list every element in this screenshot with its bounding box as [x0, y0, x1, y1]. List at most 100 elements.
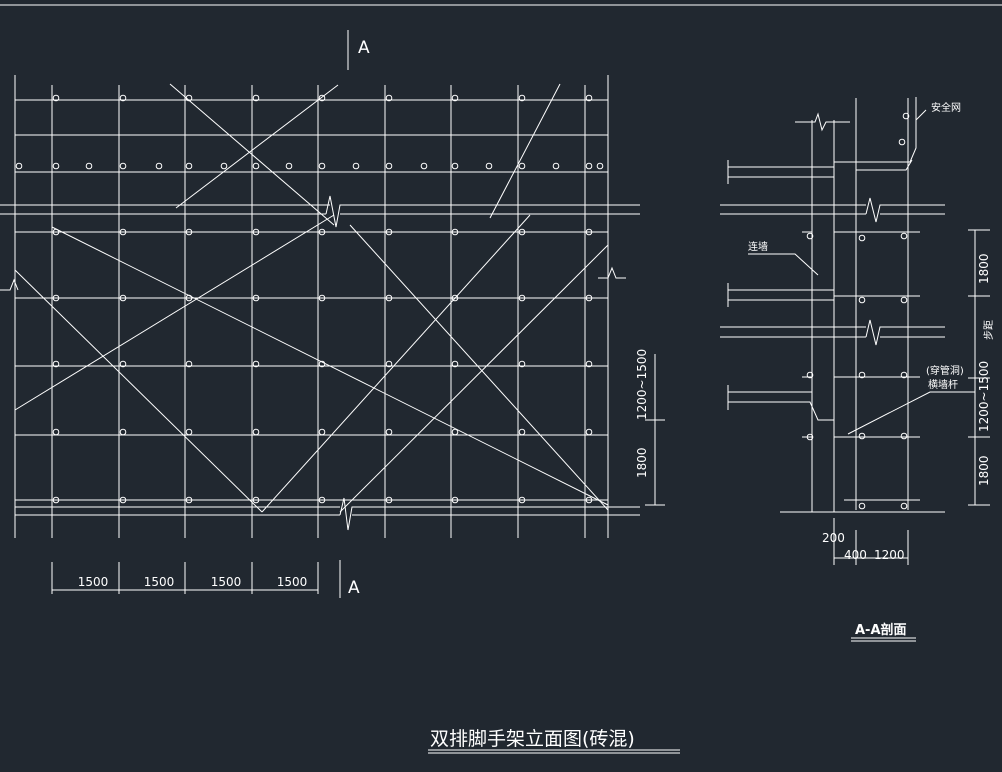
floor-slab-upper [0, 195, 640, 228]
section-dim-1200: 1200 [874, 548, 905, 562]
drawing-title-text: 双排脚手架立面图(砖混) [430, 728, 635, 750]
coupler-mark [119, 162, 127, 170]
coupler-mark [352, 162, 360, 170]
coupler-mark [252, 428, 260, 436]
wall-tie-label: 连墙 [748, 240, 768, 253]
section-coupler-mark [900, 502, 908, 510]
coupler-mark [518, 496, 526, 504]
section-coupler-mark [858, 502, 866, 510]
cross-bar-label: 横墙杆 [928, 378, 958, 391]
step-distance-label: 步距 [983, 320, 995, 340]
coupler-mark [318, 428, 326, 436]
coupler-mark [252, 360, 260, 368]
coupler-mark [385, 428, 393, 436]
coupler-mark [318, 294, 326, 302]
section-coupler-mark [858, 432, 866, 440]
coupler-mark [485, 162, 493, 170]
coupler-mark [252, 162, 260, 170]
section-mark-top: A [347, 30, 370, 70]
coupler-mark [252, 228, 260, 236]
section-mark-bottom: A [339, 560, 360, 598]
coupler-mark [518, 228, 526, 236]
coupler-mark [585, 496, 593, 504]
coupler-mark [518, 360, 526, 368]
coupler-mark [385, 360, 393, 368]
coupler-mark [552, 162, 560, 170]
section-title: A-A剖面 [851, 622, 916, 642]
coupler-mark [52, 496, 60, 504]
coupler-mark [119, 94, 127, 102]
coupler-mark [518, 428, 526, 436]
coupler-mark [451, 294, 459, 302]
section-coupler-mark [858, 371, 866, 379]
coupler-mark [585, 428, 593, 436]
section-coupler-mark [902, 112, 910, 120]
coupler-mark [518, 294, 526, 302]
bay-dimension-line: 1500 1500 1500 1500 [51, 562, 319, 594]
coupler-mark [85, 162, 93, 170]
coupler-mark [385, 228, 393, 236]
coupler-mark [220, 162, 228, 170]
section-vdim-1200-1500: 1200~1500 [977, 361, 991, 432]
coupler-mark [385, 294, 393, 302]
coupler-mark [585, 162, 593, 170]
coupler-mark [385, 162, 393, 170]
coupler-mark [518, 162, 526, 170]
section-coupler-mark [900, 432, 908, 440]
section-coupler-mark [806, 371, 814, 379]
coupler-mark [585, 94, 593, 102]
cross-bracing [14, 83, 609, 513]
elev-vdim-1200-1500: 1200~1500 [635, 349, 649, 420]
coupler-mark [119, 428, 127, 436]
coupler-mark [451, 94, 459, 102]
coupler-mark [155, 162, 163, 170]
section-coupler-mark [858, 296, 866, 304]
bay-dim-1: 1500 [78, 575, 109, 589]
safety-net-label: 安全网 [931, 101, 961, 114]
drawing-title: 双排脚手架立面图(砖混) [428, 728, 680, 754]
coupler-mark [52, 94, 60, 102]
bay-dim-3: 1500 [211, 575, 242, 589]
scaffold-grid [14, 75, 609, 538]
section-coupler-mark [900, 232, 908, 240]
coupler-mark [185, 162, 193, 170]
coupler-mark [185, 228, 193, 236]
section-dim-400: 400 [844, 548, 867, 562]
section-coupler-mark [806, 232, 814, 240]
section-vdim-1800-top: 1800 [977, 253, 991, 284]
coupler-mark [451, 360, 459, 368]
coupler-mark [285, 162, 293, 170]
coupler-mark [52, 428, 60, 436]
coupler-mark [318, 94, 326, 102]
coupler-mark [318, 162, 326, 170]
section-view [720, 97, 990, 565]
section-coupler-mark [900, 371, 908, 379]
bay-dim-2: 1500 [144, 575, 175, 589]
coupler-mark [451, 428, 459, 436]
coupler-mark [318, 228, 326, 236]
coupler-mark [185, 360, 193, 368]
coupler-mark [119, 228, 127, 236]
coupler-mark [585, 360, 593, 368]
bay-dim-4: 1500 [277, 575, 308, 589]
coupler-mark [52, 294, 60, 302]
coupler-mark [451, 162, 459, 170]
section-coupler-mark [858, 234, 866, 242]
section-coupler-mark [900, 296, 908, 304]
coupler-mark [318, 360, 326, 368]
coupler-mark [318, 496, 326, 504]
coupler-mark [420, 162, 428, 170]
elevation-vertical-dims: 1800 1200~1500 [635, 349, 665, 506]
section-title-text: A-A剖面 [855, 622, 907, 638]
section-mark-bottom-label: A [348, 578, 360, 598]
coupler-mark [15, 162, 23, 170]
coupler-mark [451, 228, 459, 236]
coupler-mark [518, 94, 526, 102]
section-vdim-1800-bottom: 1800 [977, 455, 991, 486]
coupler-mark [585, 294, 593, 302]
coupler-mark [585, 228, 593, 236]
coupler-mark [385, 496, 393, 504]
pipe-opening-label: (穿管洞) [926, 364, 964, 377]
coupler-mark [119, 496, 127, 504]
section-coupler-mark [898, 138, 906, 146]
